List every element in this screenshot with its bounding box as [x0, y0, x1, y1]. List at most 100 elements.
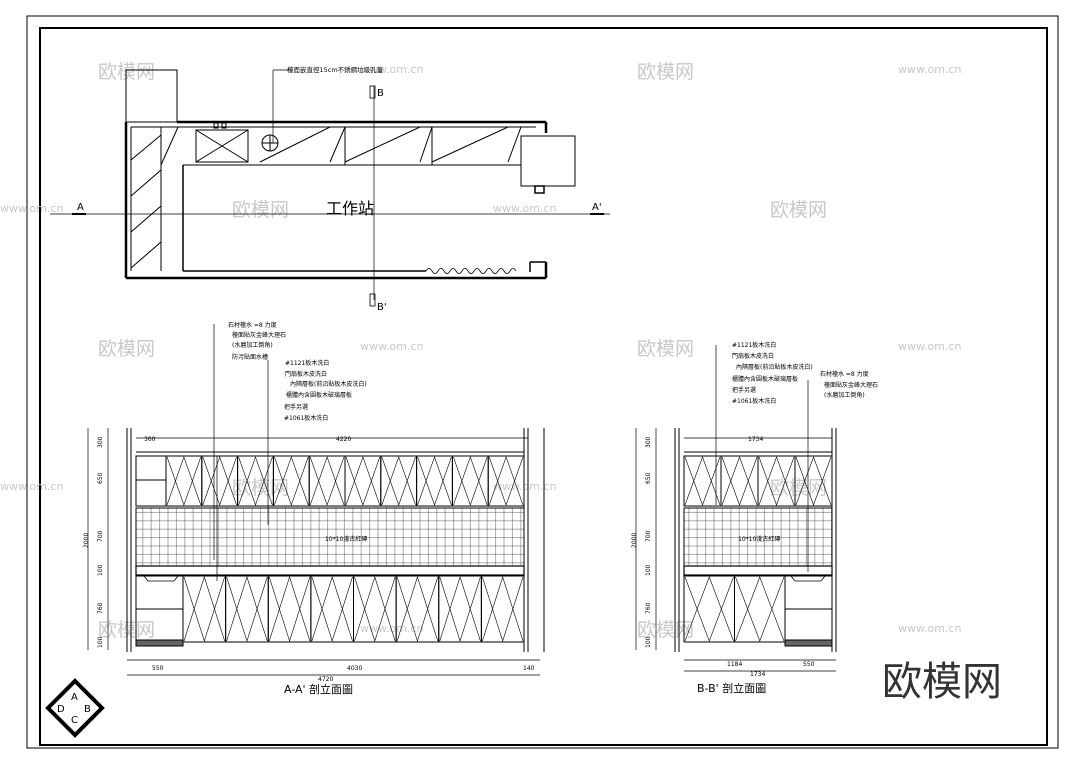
section-b-bottom: B': [377, 302, 387, 313]
upper-door-a-swing-7: [417, 456, 452, 506]
lower-door-a-1: [225, 575, 269, 643]
upper-door-b-0: [683, 455, 722, 507]
elevation-b-lower-doors: [683, 575, 786, 643]
note-a-5: 門扇板木皮洗白: [285, 370, 327, 378]
backsplash-b-label: 10*10淺古紅磚: [738, 535, 780, 543]
elevation-b-title: B-B' 剖立面圖: [697, 681, 766, 695]
elevation-a-lower-doors: [182, 575, 525, 643]
lower-door-b-swing-1: [735, 576, 785, 642]
upper-door-a-swing-2: [238, 456, 273, 506]
dim-a-bottom-1: 4030: [347, 665, 362, 672]
upper-door-a-swing-9: [488, 456, 524, 506]
note-b-left-3: 櫃體內含圓板木破璃層板: [732, 375, 798, 383]
section-a-right: A': [592, 202, 602, 213]
lower-door-a-swing-4: [354, 576, 396, 642]
dim-a-left-3: 100: [97, 564, 104, 576]
note-a-3: 防污貼面水槽: [232, 353, 268, 361]
upper-door-b-swing-1: [721, 456, 758, 506]
lower-door-a-swing-1: [226, 576, 268, 642]
svg-text:D: D: [57, 704, 65, 715]
lower-door-a-swing-2: [268, 576, 311, 642]
outer-frame: [26, 15, 1059, 749]
note-b-right-0: 石材檯水 =8 力度: [820, 370, 869, 378]
upper-door-b-swing-0: [684, 456, 721, 506]
lower-door-b-swing-0: [684, 576, 734, 642]
plan-column: [125, 69, 178, 123]
svg-text:www.om.cn: www.om.cn: [0, 480, 63, 493]
note-b-left-1: 門扇板木皮洗白: [732, 352, 774, 360]
lower-door-b-1: [734, 575, 786, 643]
upper-door-a-7: [416, 455, 453, 507]
brand-logo: 欧模网: [882, 659, 1002, 705]
dim-a-left-4: 760: [97, 602, 104, 614]
note-a-9: #1061板木洗白: [284, 414, 328, 422]
upper-door-a-swing-0: [166, 456, 202, 506]
upper-door-a-0: [165, 455, 203, 507]
plan-column-right: [520, 135, 576, 187]
plan-note: 檯面嵌直徑15cm不銹鋼垃圾孔蓋: [287, 65, 384, 74]
dim-b-left-5: 100: [645, 636, 652, 648]
note-b-left-2: 內隔層板(前沿貼板木皮洗白): [736, 363, 813, 371]
section-b-top: B: [377, 88, 384, 99]
watermarks: 欧模网 欧模网 欧模网 欧模网 欧模网 欧模网 欧模网 欧模网 欧模网 欧模网 …: [0, 61, 961, 641]
lower-door-a-3: [310, 575, 354, 643]
lower-door-a-7: [480, 575, 525, 643]
note-b-left-0: #1121板木洗白: [732, 341, 776, 349]
svg-text:欧模网: 欧模网: [232, 199, 289, 221]
upper-door-a-swing-5: [345, 456, 381, 506]
dim-b-left-3: 100: [645, 564, 652, 576]
svg-text:www.om.cn: www.om.cn: [493, 202, 556, 215]
upper-door-a-swing-8: [453, 456, 488, 506]
svg-text:www.om.cn: www.om.cn: [898, 63, 961, 76]
upper-door-a-8: [451, 455, 489, 507]
dim-b-total-height: 2000: [631, 533, 638, 548]
dim-a-bottom-0: 550: [152, 665, 164, 672]
dim-a-left-1: 650: [97, 472, 104, 484]
plan-sink: [195, 129, 249, 163]
inner-frame: [39, 27, 1048, 746]
backsplash-a-label: 10*10淺古紅磚: [325, 535, 367, 543]
svg-text:欧模网: 欧模网: [637, 619, 694, 641]
dim-b-left-0: 300: [645, 436, 652, 448]
dim-a-top-0: 360: [144, 436, 156, 443]
note-a-2: (水磨加工倒角): [232, 341, 273, 349]
note-a-1: 檯面貼灰金峰大理石: [232, 331, 286, 339]
note-b-right-1: 檯面貼灰金峰大理石: [824, 381, 878, 389]
dim-b-left-2: 700: [645, 530, 652, 542]
dim-b-left-1: 650: [645, 472, 652, 484]
svg-text:B: B: [84, 704, 91, 715]
upper-door-a-swing-1: [202, 456, 237, 506]
upper-door-a-swing-4: [309, 456, 345, 506]
lower-door-a-swing-5: [396, 576, 439, 642]
upper-door-b-1: [720, 455, 759, 507]
dim-a-total-height: 2000: [83, 533, 90, 548]
plan-room-label: 工作站: [326, 199, 374, 218]
title-block-diamond: A B C D: [45, 678, 105, 738]
svg-text:www.om.cn: www.om.cn: [0, 202, 63, 215]
note-b-left-5: #1061板木洗白: [732, 397, 776, 405]
dim-a-top-1: 4220: [336, 436, 351, 443]
upper-door-a-6: [380, 455, 418, 507]
svg-text:欧模网: 欧模网: [637, 61, 694, 83]
dim-b-left-4: 760: [645, 602, 652, 614]
svg-text:www.om.cn: www.om.cn: [493, 480, 556, 493]
upper-door-a-4: [308, 455, 346, 507]
lower-door-a-2: [267, 575, 312, 643]
section-a-left: A: [77, 202, 84, 213]
note-b-left-4: 把手另選: [732, 386, 756, 394]
dim-b-bottom-0: 1184: [727, 661, 742, 668]
lower-door-a-swing-3: [311, 576, 353, 642]
upper-door-a-swing-3: [274, 456, 309, 506]
dim-a-left-2: 700: [97, 530, 104, 542]
svg-text:www.om.cn: www.om.cn: [898, 340, 961, 353]
elevation-b: [635, 345, 837, 672]
lower-door-a-0: [182, 575, 227, 643]
plan-view: [50, 69, 610, 307]
elevation-a-title: A-A' 剖立面圖: [284, 682, 353, 696]
svg-text:欧模网: 欧模网: [770, 199, 827, 221]
lower-door-a-6: [438, 575, 482, 643]
svg-text:www.om.cn: www.om.cn: [898, 622, 961, 635]
dim-a-left-0: 300: [97, 436, 104, 448]
note-a-0: 石材檯水 =8 力度: [228, 321, 277, 329]
